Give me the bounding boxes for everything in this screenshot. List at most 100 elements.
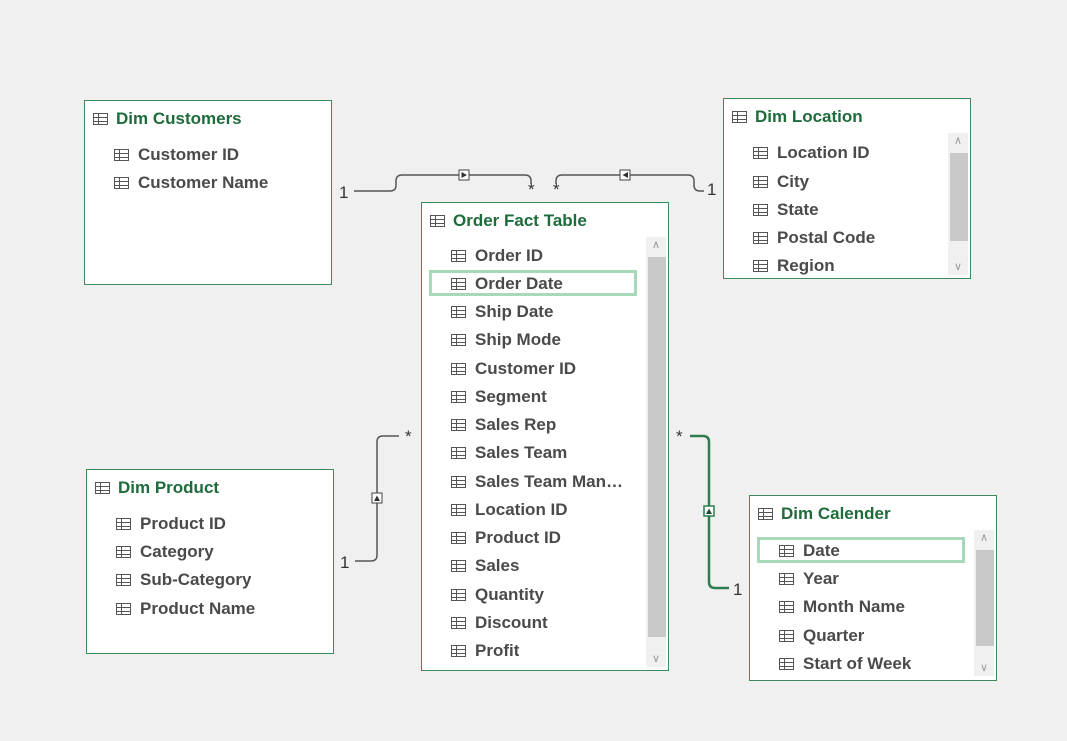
table-icon [430, 215, 445, 227]
column-icon [451, 560, 466, 572]
field-row[interactable]: Location ID [753, 143, 870, 163]
field-row[interactable]: Profit [451, 641, 519, 661]
scroll-up-icon[interactable]: ∧ [953, 135, 963, 147]
scroll-down-icon[interactable]: ∨ [651, 653, 661, 665]
scroll-thumb[interactable] [976, 550, 994, 646]
cardinality-calendar-many: * [676, 427, 683, 446]
field-row-selected[interactable]: Order Date [429, 270, 637, 296]
field-row[interactable]: Customer Name [114, 173, 268, 193]
field-label: Postal Code [777, 228, 876, 247]
field-row-selected[interactable]: Date [757, 537, 965, 563]
column-icon [753, 204, 768, 216]
table-header[interactable]: Dim Calender [758, 504, 891, 524]
field-label: Category [140, 542, 214, 561]
field-row[interactable]: Sales Team Man… [451, 472, 623, 492]
field-row[interactable]: Category [116, 542, 214, 562]
table-header[interactable]: Dim Customers [93, 109, 242, 129]
field-label: Sales Team Man… [475, 472, 624, 491]
field-row[interactable]: Quarter [779, 626, 864, 646]
field-label: Location ID [777, 143, 870, 162]
field-label: Product Name [140, 599, 256, 618]
field-row[interactable]: Sales Team [451, 443, 567, 463]
table-header[interactable]: Order Fact Table [430, 211, 587, 231]
vertical-scrollbar[interactable]: ∧ ∨ [646, 237, 666, 667]
column-icon [451, 250, 466, 262]
column-icon [451, 391, 466, 403]
field-label: Segment [475, 387, 547, 406]
column-icon [116, 574, 131, 586]
field-row[interactable]: Product ID [451, 528, 561, 548]
field-label: Customer ID [138, 145, 240, 164]
field-row[interactable]: Segment [451, 387, 547, 407]
field-row[interactable]: Region [753, 256, 835, 276]
field-row[interactable]: Sub-Category [116, 570, 251, 590]
product-filter-arrow-icon [371, 492, 383, 504]
field-row[interactable]: Sales Rep [451, 415, 556, 435]
scroll-up-icon[interactable]: ∧ [651, 239, 661, 251]
column-icon [451, 363, 466, 375]
table-card-dim-calender[interactable]: Dim Calender Date Year Month Name Quarte… [749, 495, 997, 681]
cardinality-calendar-one: 1 [733, 580, 743, 599]
field-row[interactable]: Year [779, 569, 839, 589]
table-card-dim-product[interactable]: Dim Product Product ID Category Sub-Cate… [86, 469, 334, 654]
column-icon [451, 645, 466, 657]
field-row[interactable]: Sales [451, 556, 519, 576]
table-card-dim-location[interactable]: Dim Location Location ID City State Post… [723, 98, 971, 279]
column-icon [451, 447, 466, 459]
column-icon [779, 601, 794, 613]
field-row[interactable]: Month Name [779, 597, 905, 617]
column-icon [753, 176, 768, 188]
vertical-scrollbar[interactable]: ∧ ∨ [948, 133, 968, 275]
table-header[interactable]: Dim Product [95, 478, 219, 498]
field-row[interactable]: Location ID [451, 500, 568, 520]
field-row[interactable]: Quantity [451, 585, 544, 605]
column-icon [753, 147, 768, 159]
scroll-up-icon[interactable]: ∧ [979, 532, 989, 544]
field-label: Quarter [803, 626, 865, 645]
field-label: Region [777, 256, 835, 275]
table-card-order-fact[interactable]: Order Fact Table Order ID Order Date Shi… [421, 202, 669, 671]
field-row[interactable]: Postal Code [753, 228, 875, 248]
field-row[interactable]: Ship Date [451, 302, 553, 322]
field-row[interactable]: Start of Week [779, 654, 911, 674]
field-row[interactable]: City [753, 172, 809, 192]
field-label: Quantity [475, 585, 544, 604]
field-label: Customer ID [475, 359, 577, 378]
field-row[interactable]: Discount [451, 613, 548, 633]
table-header[interactable]: Dim Location [732, 107, 863, 127]
column-icon [451, 589, 466, 601]
field-label: Order Date [475, 274, 563, 293]
table-title: Dim Calender [781, 504, 891, 523]
table-card-dim-customers[interactable]: Dim Customers Customer ID Customer Name [84, 100, 332, 285]
field-row[interactable]: State [753, 200, 819, 220]
column-icon [779, 573, 794, 585]
scroll-down-icon[interactable]: ∨ [979, 662, 989, 674]
field-row[interactable]: Order ID [451, 246, 543, 266]
calendar-order-relationship [690, 434, 729, 590]
scroll-down-icon[interactable]: ∨ [953, 261, 963, 273]
customers-order-relationship [354, 174, 532, 192]
field-row[interactable]: Product Name [116, 599, 255, 619]
vertical-scrollbar[interactable]: ∧ ∨ [974, 530, 994, 676]
field-label: Discount [475, 613, 548, 632]
field-label: Sales [475, 556, 520, 575]
column-icon [114, 149, 129, 161]
cardinality-location-many: * [553, 180, 560, 199]
field-label: Date [803, 541, 840, 560]
scroll-thumb[interactable] [648, 257, 666, 637]
field-label: Ship Mode [475, 330, 561, 349]
column-icon [116, 518, 131, 530]
field-label: Month Name [803, 597, 905, 616]
table-title: Dim Location [755, 107, 863, 126]
column-icon [451, 532, 466, 544]
field-row[interactable]: Ship Mode [451, 330, 561, 350]
column-icon [779, 630, 794, 642]
column-icon [451, 617, 466, 629]
field-label: Sales Team [475, 443, 568, 462]
field-row[interactable]: Customer ID [114, 145, 239, 165]
scroll-thumb[interactable] [950, 153, 968, 241]
field-row[interactable]: Product ID [116, 514, 226, 534]
field-row[interactable]: Customer ID [451, 359, 576, 379]
column-icon [451, 306, 466, 318]
column-icon [451, 504, 466, 516]
